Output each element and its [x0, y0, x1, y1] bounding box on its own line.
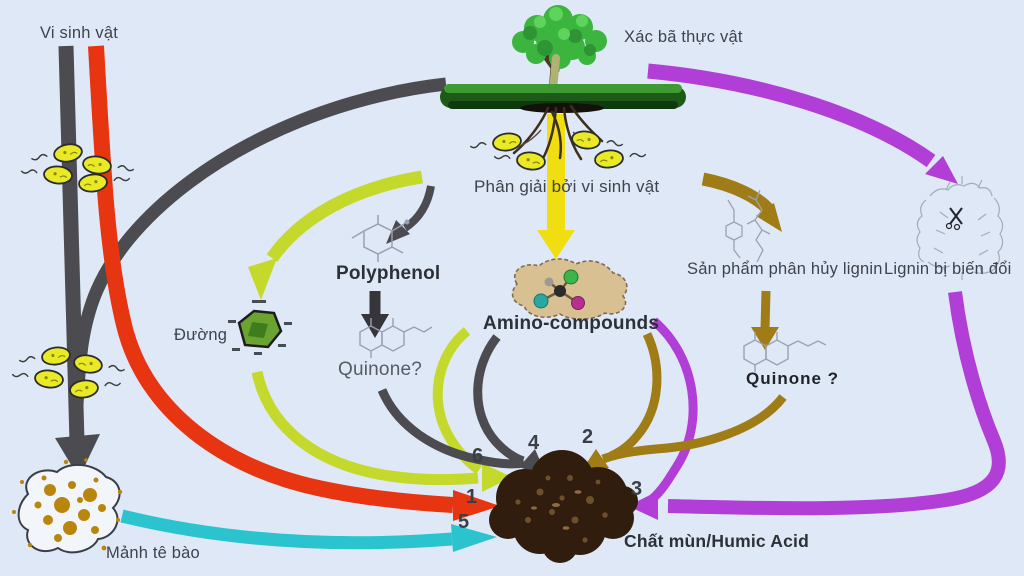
pathway-number-2: 2: [582, 426, 594, 448]
arrow-cell-fragments-to-humus: [120, 509, 497, 552]
pathway-number-4: 4: [528, 432, 540, 454]
cell-fragments-illustration: [12, 458, 123, 554]
arrow-tree-to-sugar: [248, 170, 424, 300]
modified-lignin-molecule: [916, 176, 1004, 280]
label-humus: Chất mùn/Humic Acid: [624, 531, 809, 551]
arrow-quinone-left-to-humus: [377, 334, 547, 477]
label-quinone-left: Quinone?: [338, 359, 423, 380]
label-sugar: Đường: [174, 326, 228, 344]
label-modified-lignin: Lignin bị biến đổi: [884, 260, 1012, 278]
pathway-number-6: 6: [472, 445, 484, 467]
pathway-number-1: 1: [466, 486, 478, 508]
humus-illustration: [489, 450, 638, 563]
quinone-right-molecule: [743, 332, 827, 372]
pathway-number-5: 5: [458, 511, 470, 533]
label-decomposition: Phân giải bởi vi sinh vật: [474, 177, 660, 196]
arrow-tree-to-lignin-products: [701, 172, 782, 232]
amino-compounds-illustration: [511, 258, 628, 320]
polyphenol-molecule: [351, 215, 410, 262]
quinone-left-molecule: [359, 318, 433, 358]
label-lignin-products: Sản phẩm phân hủy lignin: [687, 260, 883, 278]
arrow-polyphenol-to-quinone: [361, 291, 389, 338]
arrow-decomposition-to-amino: [537, 114, 575, 259]
arrow-microbes-to-humus: [88, 45, 500, 521]
label-quinone-right: Quinone ?: [746, 369, 840, 388]
label-plant-residue: Xác bã thực vật: [624, 28, 743, 46]
label-cell-fragments: Mảnh tê bào: [106, 544, 200, 562]
grass-soil-illustration: [440, 84, 686, 164]
label-microbes: Vi sinh vật: [40, 24, 119, 42]
label-polyphenol: Polyphenol: [336, 263, 441, 284]
pathway-number-3: 3: [631, 478, 643, 500]
lignin-products-molecules: [725, 189, 771, 263]
arrow-tree-to-modified-lignin: [647, 63, 958, 184]
label-amino-compounds: Amino-compounds: [483, 313, 660, 334]
arrow-microbes-to-cell-fragments: [55, 45, 100, 478]
sugar-molecule: [228, 300, 292, 355]
microbes-left-top: [19, 141, 136, 194]
tree-illustration: [512, 5, 607, 96]
arrow-lignin-products-to-quinone: [751, 290, 779, 350]
arrow-modified-lignin-to-humus: [628, 291, 1006, 520]
